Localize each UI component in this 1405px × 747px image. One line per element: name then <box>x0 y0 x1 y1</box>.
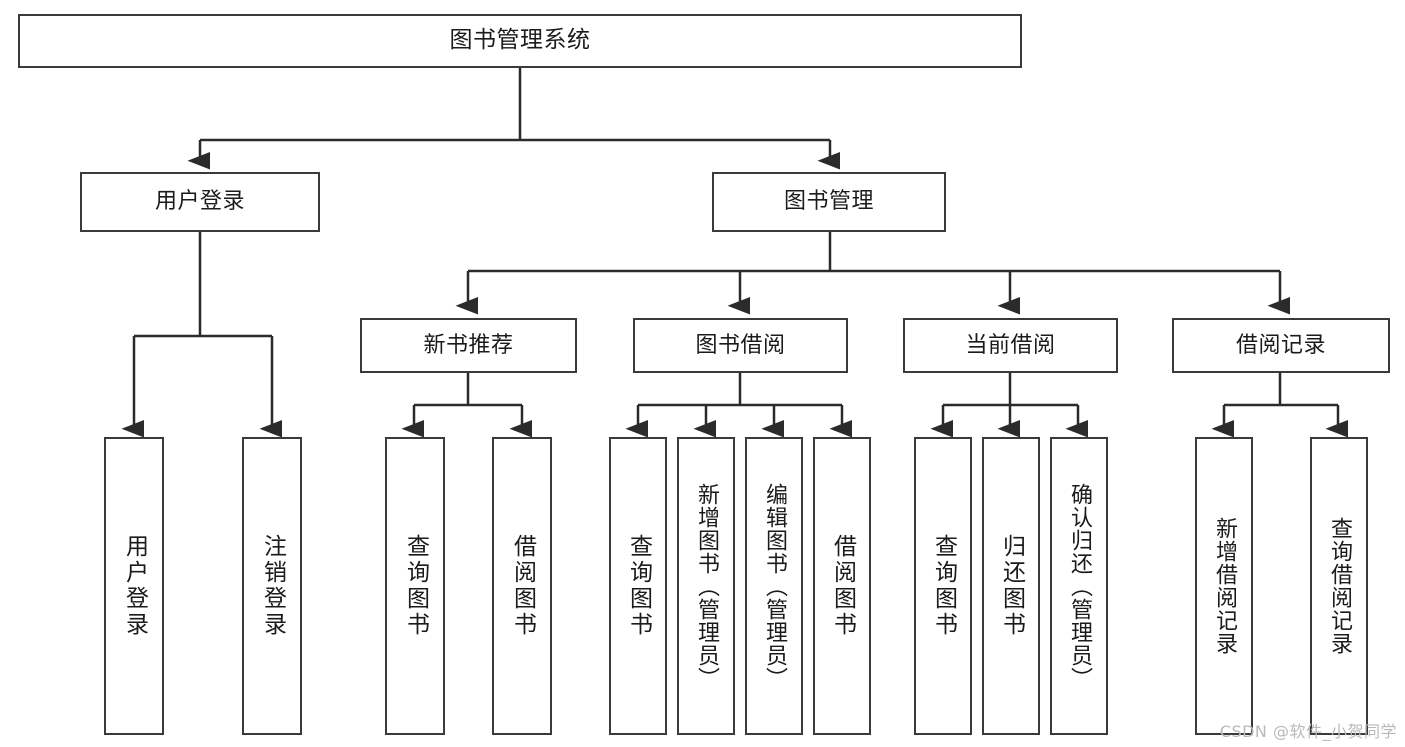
node-user-login[interactable]: 用户登录 <box>80 172 320 232</box>
node-leaf-confirm-return[interactable]: 确认归还（管理员） <box>1050 437 1108 735</box>
node-leaf-borrow-book-borrow-label: 借阅图书 <box>829 534 856 638</box>
node-user-login-label: 用户登录 <box>154 189 245 215</box>
node-leaf-logout[interactable]: 注销登录 <box>242 437 302 735</box>
node-root-label: 图书管理系统 <box>449 27 591 54</box>
node-leaf-query-book-borrow[interactable]: 查询图书 <box>609 437 667 735</box>
node-leaf-add-record[interactable]: 新增借阅记录 <box>1195 437 1253 735</box>
node-leaf-edit-book[interactable]: 编辑图书（管理员） <box>745 437 803 735</box>
node-leaf-add-record-label: 新增借阅记录 <box>1212 517 1237 655</box>
node-borrow-record[interactable]: 借阅记录 <box>1172 318 1390 373</box>
node-leaf-return-book[interactable]: 归还图书 <box>982 437 1040 735</box>
node-leaf-user-login[interactable]: 用户登录 <box>104 437 164 735</box>
node-leaf-borrow-book-borrow[interactable]: 借阅图书 <box>813 437 871 735</box>
node-leaf-query-book-current-label: 查询图书 <box>930 534 957 638</box>
node-book-manage-label: 图书管理 <box>783 189 874 215</box>
node-leaf-query-book-current[interactable]: 查询图书 <box>914 437 972 735</box>
node-root[interactable]: 图书管理系统 <box>18 14 1022 68</box>
node-leaf-add-book[interactable]: 新增图书（管理员） <box>677 437 735 735</box>
node-current-borrow[interactable]: 当前借阅 <box>903 318 1118 373</box>
node-book-borrow[interactable]: 图书借阅 <box>633 318 848 373</box>
node-current-borrow-label: 当前借阅 <box>965 332 1056 358</box>
node-leaf-edit-book-label: 编辑图书（管理员） <box>762 482 787 690</box>
node-book-manage[interactable]: 图书管理 <box>712 172 946 232</box>
watermark: CSDN @软件_小贺同学 <box>1219 722 1397 741</box>
node-leaf-logout-label: 注销登录 <box>259 534 286 638</box>
node-leaf-borrow-book-new-label: 借阅图书 <box>509 534 536 638</box>
node-leaf-query-record-label: 查询借阅记录 <box>1327 517 1352 655</box>
node-leaf-add-book-label: 新增图书（管理员） <box>694 482 719 690</box>
node-leaf-query-book-new-label: 查询图书 <box>402 534 429 638</box>
node-leaf-query-book-new[interactable]: 查询图书 <box>385 437 445 735</box>
node-leaf-confirm-return-label: 确认归还（管理员） <box>1067 482 1092 690</box>
node-leaf-user-login-label: 用户登录 <box>121 534 148 638</box>
node-leaf-return-book-label: 归还图书 <box>998 534 1025 638</box>
node-leaf-borrow-book-new[interactable]: 借阅图书 <box>492 437 552 735</box>
node-borrow-record-label: 借阅记录 <box>1235 332 1326 358</box>
node-leaf-query-book-borrow-label: 查询图书 <box>625 534 652 638</box>
node-new-book-recommend[interactable]: 新书推荐 <box>360 318 577 373</box>
node-book-borrow-label: 图书借阅 <box>695 332 786 358</box>
node-new-book-recommend-label: 新书推荐 <box>423 332 514 358</box>
node-leaf-query-record[interactable]: 查询借阅记录 <box>1310 437 1368 735</box>
